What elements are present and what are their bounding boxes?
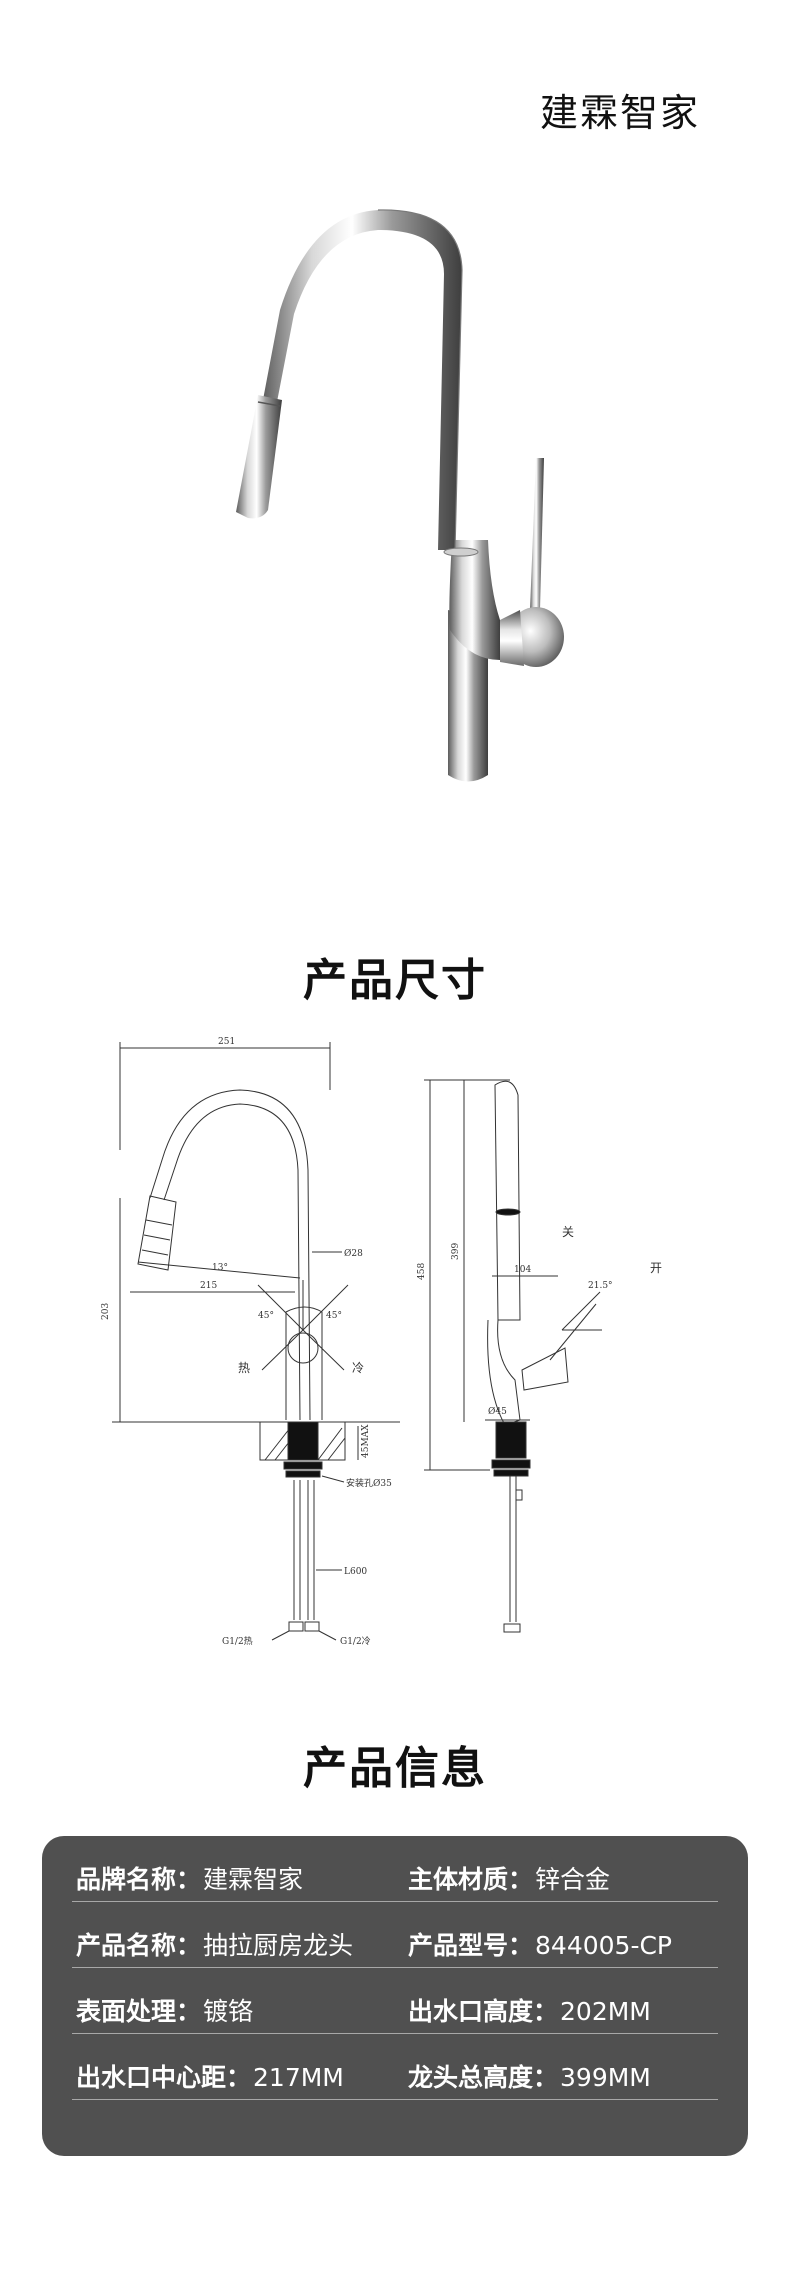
dimension-drawing-svg: 251 Ø28 13° 215 45° 45° 热 冷 203 45MAX 安装… — [101, 1037, 662, 1647]
info-cell-outlet-distance: 出水口中心距：217MM — [76, 2063, 344, 2092]
dim-angle45-left: 45° — [258, 1311, 274, 1321]
dim-215: 215 — [200, 1281, 217, 1291]
dim-angle45-right: 45° — [326, 1311, 342, 1321]
info-section-title: 产品信息 — [303, 1743, 487, 1794]
label-hot: 热 — [238, 1361, 250, 1375]
label-mount-hole: 安装孔Ø35 — [346, 1477, 392, 1489]
faucet-lever — [530, 458, 544, 610]
product-info-card: 品牌名称：建霖智家 主体材质：锌合金 产品名称：抽拉厨房龙头 产品型号：8440… — [42, 1836, 748, 2156]
dim-angle21: 21.5° — [588, 1281, 613, 1291]
dim-angle13: 13° — [212, 1263, 228, 1273]
info-row: 产品名称：抽拉厨房龙头 产品型号：844005-CP — [72, 1902, 718, 1968]
dim-458: 458 — [417, 1263, 427, 1280]
label-cold: 冷 — [352, 1361, 364, 1375]
faucet-spout — [262, 209, 462, 550]
info-cell-finish: 表面处理：镀铬 — [76, 1997, 254, 2026]
info-row: 品牌名称：建霖智家 主体材质：锌合金 — [72, 1836, 718, 1902]
faucet-body — [449, 540, 500, 660]
info-cell-outlet-height: 出水口高度：202MM — [408, 1997, 651, 2026]
dim-203: 203 — [101, 1303, 111, 1320]
faucet-illustration — [236, 209, 564, 782]
info-cell-material: 主体材质：锌合金 — [408, 1865, 611, 1894]
dimension-drawing: 251 Ø28 13° 215 45° 45° 热 冷 203 45MAX 安装… — [90, 1030, 730, 1670]
info-row: 出水口中心距：217MM 龙头总高度：399MM — [72, 2034, 718, 2100]
dim-dia45: Ø45 — [488, 1406, 507, 1417]
brand-logo: 建霖智家 — [540, 91, 701, 135]
dim-399: 399 — [451, 1243, 461, 1260]
label-g-cold: G1/2冷 — [340, 1635, 371, 1647]
info-row: 表面处理：镀铬 出水口高度：202MM — [72, 1968, 718, 2034]
dim-251: 251 — [218, 1037, 235, 1047]
label-off: 关 — [562, 1225, 574, 1239]
dim-45max: 45MAX — [361, 1424, 371, 1458]
product-photo — [0, 190, 790, 810]
label-on: 开 — [650, 1261, 662, 1275]
dim-dia28: Ø28 — [344, 1248, 363, 1259]
size-section-title: 产品尺寸 — [303, 955, 487, 1006]
dim-104: 104 — [514, 1265, 531, 1275]
dim-hose600: L600 — [344, 1567, 367, 1577]
label-g-hot: G1/2热 — [222, 1635, 253, 1647]
spray-head — [236, 395, 282, 519]
info-cell-total-height: 龙头总高度：399MM — [408, 2063, 651, 2092]
info-cell-brand: 品牌名称：建霖智家 — [76, 1865, 304, 1894]
info-cell-product-name: 产品名称：抽拉厨房龙头 — [76, 1931, 354, 1960]
info-cell-model: 产品型号：844005-CP — [408, 1931, 673, 1960]
